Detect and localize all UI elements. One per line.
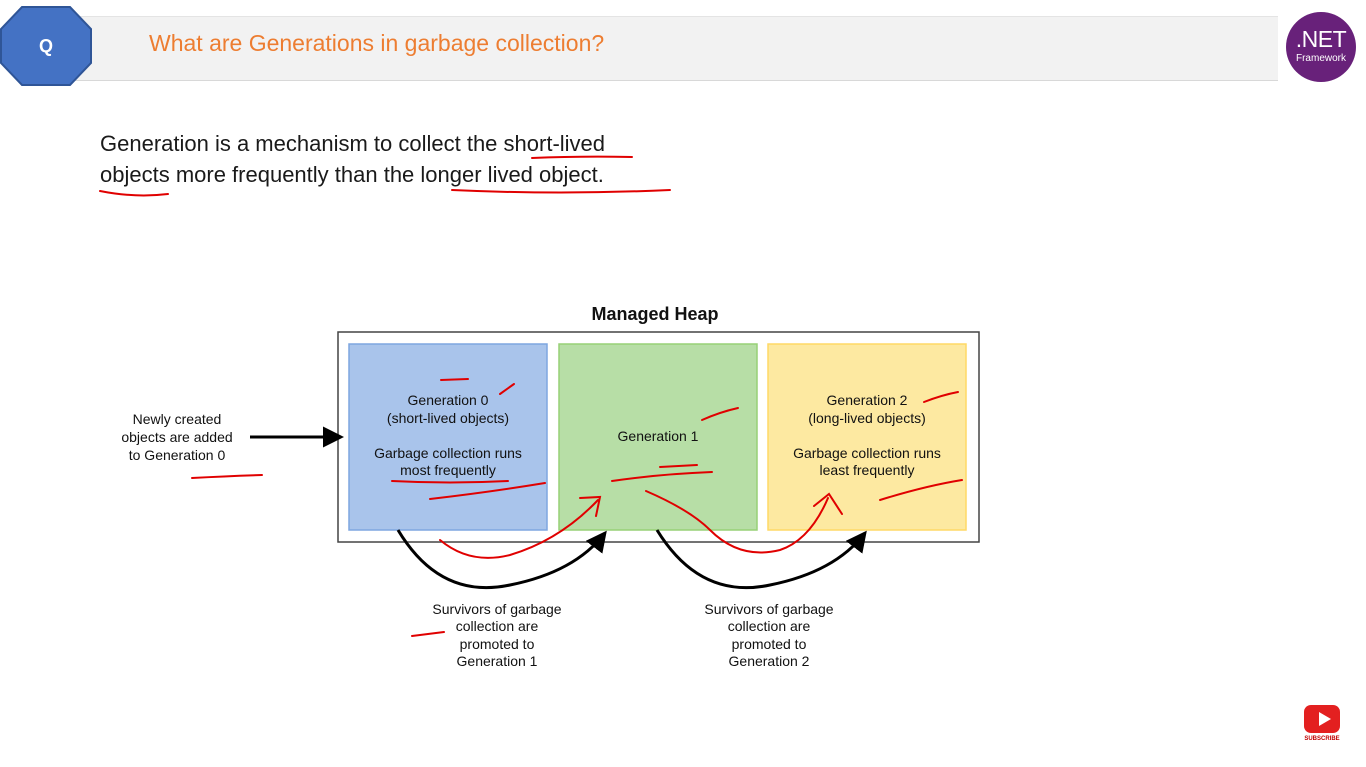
generation-0-subtitle: (short-lived objects) (387, 410, 509, 426)
red-arrowhead-1-to-2 (813, 492, 843, 515)
intro-line-1: Generation is a mechanism to collect the… (100, 131, 606, 156)
mark-gen1-c (611, 471, 713, 482)
generation-2-note-1: Garbage collection runs (793, 445, 941, 461)
generation-2-subtitle: (long-lived objects) (808, 410, 926, 426)
promotion-2-line-3: promoted to (732, 636, 807, 652)
generation-2-note-2: least frequently (820, 462, 915, 478)
promotion-2-line-1: Survivors of garbage (704, 601, 833, 617)
generation-0-name: Generation 0 (408, 392, 489, 408)
promotion-arrow-0-to-1 (396, 529, 607, 590)
promotion-2-line-4: Generation 2 (729, 653, 810, 669)
promotion-1-line-4: Generation 1 (457, 653, 538, 669)
generation-0-note-1: Garbage collection runs (374, 445, 522, 461)
left-note-line-1: Newly created (133, 411, 222, 427)
generation-1-box (558, 343, 758, 531)
dotnet-logo: .NET Framework (1286, 12, 1356, 82)
stroke-gen0-c (429, 482, 546, 500)
generation-0-note-2: most frequently (400, 462, 496, 478)
promotion-1-line-1: Survivors of garbage (432, 601, 561, 617)
mark-gen2-a (923, 391, 959, 403)
subscribe-label: SUBSCRIBE (1304, 736, 1340, 742)
generation-2-box (767, 343, 967, 531)
promotion-arrow-1-to-2 (655, 529, 867, 590)
promotion-1-line-2: collection are (456, 618, 539, 634)
header-bar (38, 16, 1278, 81)
question-badge-label: Q (38, 35, 53, 56)
generation-1-name: Generation 1 (618, 428, 699, 444)
underline-short-lived (531, 155, 633, 159)
generation-0-box (348, 343, 548, 531)
diagram-title: Managed Heap (591, 304, 718, 324)
generation-2-name: Generation 2 (827, 392, 908, 408)
subscribe-button[interactable]: SUBSCRIBE (1302, 705, 1342, 745)
red-curve-0-to-1 (439, 499, 599, 559)
mark-gen0-b (499, 383, 515, 395)
mark-gen1-b (659, 464, 698, 468)
red-curve-1-to-2 (645, 490, 829, 554)
promotion-2-line-2: collection are (728, 618, 811, 634)
left-note-line-2: objects are added (121, 429, 232, 445)
red-arrowhead-0-to-1 (579, 495, 602, 517)
mark-promotion-1 (411, 631, 445, 637)
underline-most-frequently (391, 480, 509, 484)
stroke-gen2-b (879, 479, 963, 501)
intro-text: Generation is a mechanism to collect the… (100, 128, 700, 190)
dotnet-logo-main: .NET (1295, 26, 1347, 52)
red-annotations (99, 155, 963, 637)
page-title: What are Generations in garbage collecti… (149, 30, 605, 56)
question-badge-icon (0, 6, 92, 86)
youtube-icon (1304, 705, 1340, 733)
dotnet-logo-sub: Framework (1295, 53, 1346, 64)
mark-gen1-a (701, 407, 739, 421)
mark-gen0-a (440, 378, 469, 381)
underline-objects (99, 190, 169, 197)
underline-longer-lived (451, 189, 671, 194)
intro-line-2: objects more frequently than the longer … (100, 162, 604, 187)
promotion-1-line-3: promoted to (460, 636, 535, 652)
left-note-line-3: to Generation 0 (129, 447, 226, 463)
mark-left-gen0 (191, 474, 263, 479)
play-icon (1319, 712, 1331, 726)
